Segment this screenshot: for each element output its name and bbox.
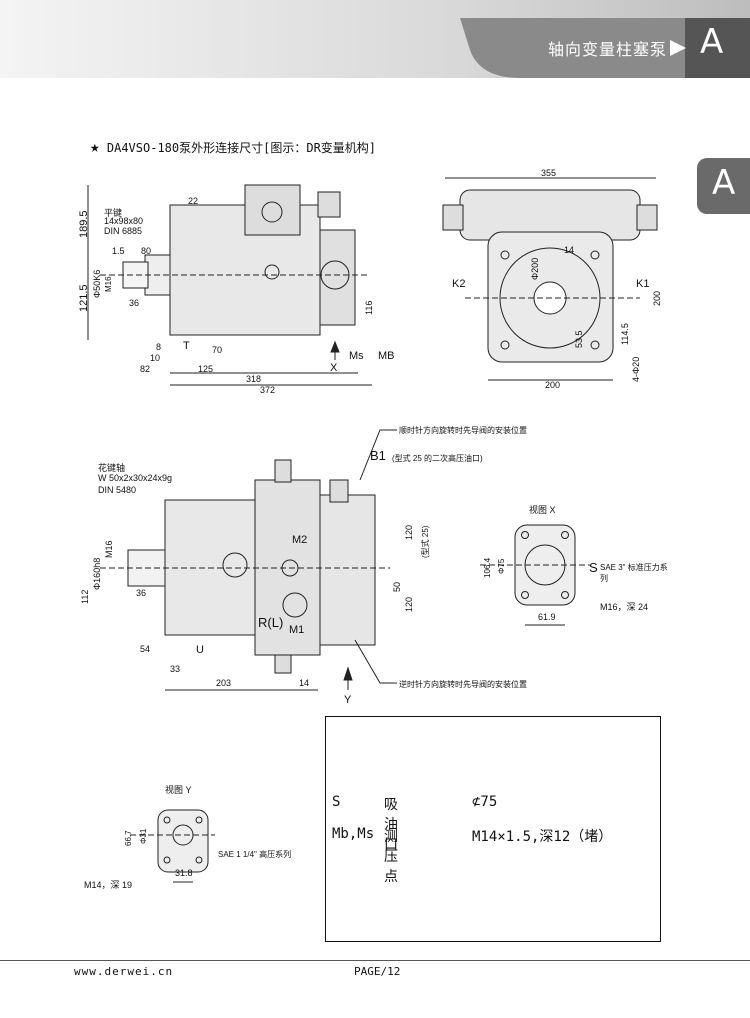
dim-label: Φ160h8 bbox=[92, 557, 102, 590]
figure-caption-text: DA4VSO-180泵外形连接尺寸[图示：DR变量机构] bbox=[106, 141, 377, 155]
sae-note: SAE 1 1/4" 高压系列 bbox=[218, 850, 292, 859]
port-code: S bbox=[332, 794, 341, 810]
dim-label: 4-Φ20 bbox=[631, 356, 641, 382]
dim-label: 8 bbox=[156, 342, 162, 352]
sae-note: SAE 3" 标准压力系列 bbox=[600, 563, 668, 583]
spline-title: 花键轴 bbox=[98, 463, 126, 473]
dim-label: 114.5 bbox=[620, 323, 630, 345]
figure-caption: ★ DA4VSO-180泵外形连接尺寸[图示：DR变量机构] bbox=[90, 137, 376, 156]
dim-label: 355 bbox=[541, 168, 557, 178]
view-x-title: 视图 X bbox=[529, 505, 556, 515]
dim-label: 14 bbox=[299, 678, 310, 688]
dim-label: M16，深 24 bbox=[600, 602, 649, 612]
port-spec: ⊄75 bbox=[472, 794, 498, 810]
dim-label: 318 bbox=[246, 374, 262, 384]
front-view-drawing bbox=[442, 177, 658, 381]
port-label: R(L) bbox=[258, 615, 284, 630]
side-tab[interactable] bbox=[697, 158, 750, 214]
port-label: T bbox=[183, 340, 190, 352]
header-section-letter: A bbox=[700, 22, 724, 62]
dim-label: 120 bbox=[404, 524, 414, 540]
port-spec: M14×1.5,深12（堵） bbox=[472, 829, 613, 845]
view-arrow-label: X bbox=[330, 362, 338, 374]
dim-label: 50 bbox=[392, 581, 402, 592]
dim-label: 31.8 bbox=[175, 868, 193, 878]
port-label: Ms bbox=[349, 350, 364, 362]
dim-label: Φ75 bbox=[497, 558, 506, 574]
view-x-drawing bbox=[480, 524, 590, 626]
dim-label: 106.4 bbox=[483, 557, 492, 578]
dim-label: 36 bbox=[129, 298, 140, 308]
dim-label: 1.5 bbox=[112, 246, 125, 256]
dim-label: 372 bbox=[260, 385, 276, 395]
key-label: 平键 bbox=[104, 208, 123, 218]
dim-label: 70 bbox=[212, 345, 223, 355]
dim-label: Φ31 bbox=[139, 828, 148, 844]
key-spec: 14x98x80 bbox=[104, 216, 144, 226]
side-tab-letter: A bbox=[712, 163, 736, 203]
note-cw: 顺时针方向旋转时先导阀的安装位置 bbox=[399, 426, 527, 435]
dim-label: M14，深 19 bbox=[84, 880, 133, 890]
dim-label: 10 bbox=[150, 353, 161, 363]
dim-label: 36 bbox=[136, 588, 147, 598]
top-view-drawing bbox=[100, 429, 397, 691]
header-title: 轴向变量柱塞泵 bbox=[548, 40, 668, 59]
header-band bbox=[0, 0, 750, 78]
b1-note: (型式 25 的二次高压油口) bbox=[392, 454, 483, 463]
dim-label: 61.9 bbox=[538, 612, 556, 622]
dim-label: M16 bbox=[104, 540, 114, 558]
dim-label: 120 bbox=[404, 596, 414, 612]
port-label: S bbox=[589, 560, 598, 575]
dim-label: Φ200 bbox=[530, 257, 540, 280]
spline-din: DIN 5480 bbox=[98, 485, 137, 495]
dim-label: Φ50K6 bbox=[92, 269, 102, 298]
dim-label: 54 bbox=[140, 644, 151, 654]
page-number: PAGE/12 bbox=[354, 965, 401, 978]
port-label: B1 bbox=[370, 448, 386, 463]
dim-label: 53.5 bbox=[574, 330, 584, 348]
dim-label: 33 bbox=[170, 664, 181, 674]
dim-label: 82 bbox=[140, 364, 151, 374]
footer-divider bbox=[0, 960, 750, 961]
key-din: DIN 6885 bbox=[104, 226, 143, 236]
dim-label: M16 bbox=[104, 276, 113, 292]
dim-label: 112 bbox=[80, 589, 90, 604]
dim-label: 200 bbox=[545, 380, 561, 390]
footer-url[interactable]: www.derwei.cn bbox=[74, 965, 174, 978]
port-table bbox=[325, 716, 661, 942]
dim-label: 125 bbox=[198, 364, 214, 374]
dim-label: 80 bbox=[141, 246, 152, 256]
port-label: M2 bbox=[292, 534, 308, 546]
dim-label: 121.5 bbox=[78, 284, 90, 312]
dim-label: (型式 25) bbox=[421, 525, 430, 558]
dim-label: 66.7 bbox=[124, 830, 133, 846]
dim-label: 200 bbox=[652, 290, 662, 306]
dim-label: 22 bbox=[188, 196, 199, 206]
port-label: U bbox=[196, 644, 204, 656]
dim-label: 14 bbox=[564, 245, 575, 255]
star-icon: ★ bbox=[90, 137, 100, 156]
port-label: M1 bbox=[289, 624, 305, 636]
port-name: 测压点 bbox=[384, 829, 398, 885]
port-code: Mb,Ms bbox=[332, 826, 375, 842]
dim-label: 203 bbox=[216, 678, 232, 688]
view-arrow-label: Y bbox=[344, 694, 352, 706]
note-ccw: 逆时针方向旋转时先导阀的安装位置 bbox=[399, 680, 527, 689]
dim-label: 116 bbox=[364, 300, 374, 315]
view-y-title: 视图 Y bbox=[165, 785, 192, 795]
port-label: K1 bbox=[636, 278, 650, 290]
side-view-drawing bbox=[87, 184, 372, 386]
dim-label: 189.5 bbox=[78, 210, 90, 238]
view-y-drawing bbox=[130, 809, 215, 883]
spline-spec: W 50x2x30x24x9g bbox=[98, 473, 173, 483]
port-name: 吸油口 bbox=[384, 797, 398, 853]
port-label: K2 bbox=[452, 278, 466, 290]
port-label: MB bbox=[378, 350, 395, 362]
